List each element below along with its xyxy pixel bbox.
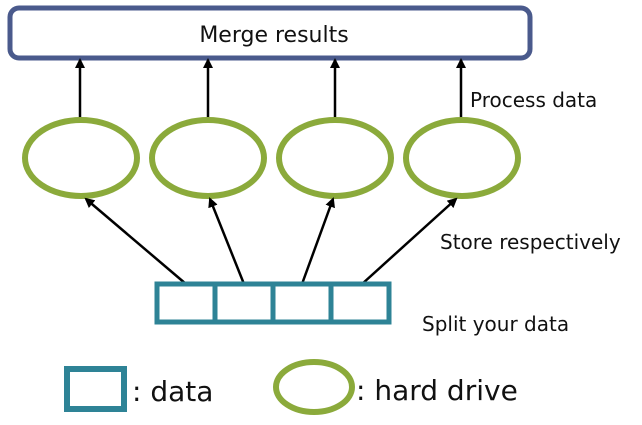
store-arrow-4 <box>361 197 458 285</box>
merge-results-box: Merge results <box>7 5 533 61</box>
legend-data-label: : data <box>132 375 213 408</box>
store-arrows <box>84 197 458 285</box>
hard-drive-2 <box>149 117 267 199</box>
hard-drive-4 <box>403 117 521 199</box>
process-data-label: Process data <box>470 88 597 112</box>
data-blocks <box>154 281 392 325</box>
hard-drives <box>22 117 521 199</box>
merge-results-box-frame <box>7 5 533 61</box>
data-block-3 <box>270 281 334 325</box>
process-arrows <box>75 58 466 118</box>
store-respectively-label: Store respectively <box>440 230 621 254</box>
data-block-2 <box>212 281 276 325</box>
merge-results-label: Merge results <box>199 23 348 48</box>
legend-hard-drive-swatch <box>273 359 355 415</box>
store-arrow-1 <box>84 197 187 285</box>
store-arrow-3 <box>300 197 335 285</box>
hard-drive-1 <box>22 117 140 199</box>
legend-hard-drive-label: : hard drive <box>356 374 518 407</box>
legend-data-swatch <box>64 366 127 412</box>
split-your-data-label: Split your data <box>422 312 569 336</box>
data-block-1 <box>154 281 218 325</box>
legend: : data : hard drive <box>64 359 518 415</box>
data-block-4 <box>328 281 392 325</box>
store-arrow-2 <box>208 197 246 285</box>
hard-drive-3 <box>276 117 394 199</box>
